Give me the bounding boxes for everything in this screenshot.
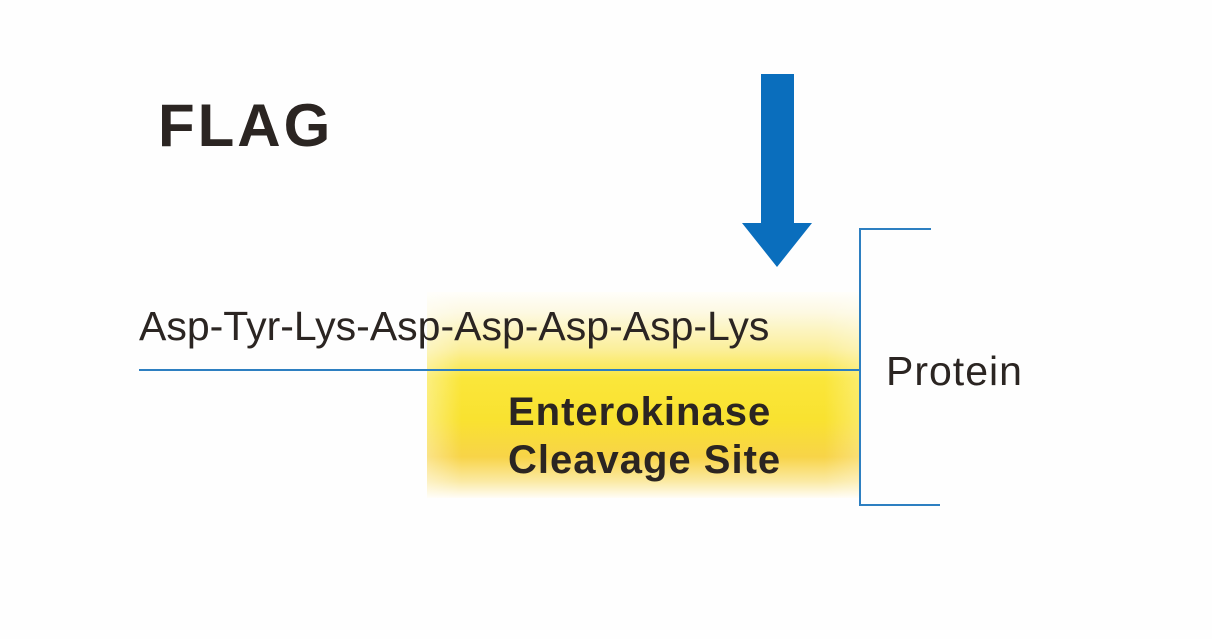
flag-title: FLAG [158,92,334,159]
cleavage-site-label-line2: Cleavage Site [508,438,782,482]
cleavage-arrow [742,74,812,267]
cleavage-site-label-line1: Enterokinase [508,390,772,434]
protein-label: Protein [886,348,1023,394]
cleavage-site-label: Enterokinase Cleavage Site [508,388,781,484]
peptide-sequence: Asp-Tyr-Lys-Asp-Asp-Asp-Asp-Lys [139,303,770,349]
cleavage-site-highlight-fade [427,292,859,498]
protein-bracket [859,228,940,506]
